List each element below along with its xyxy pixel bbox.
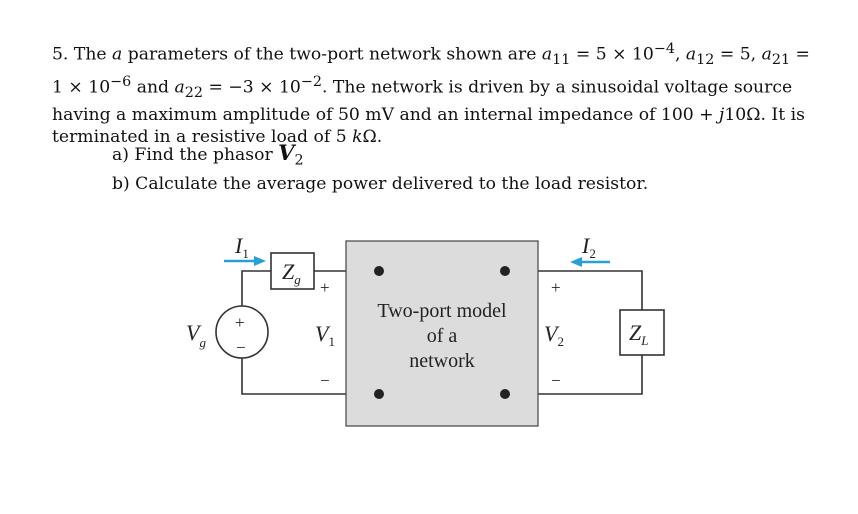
a11-sub: 11: [552, 52, 571, 69]
model-line-3: network: [409, 350, 475, 372]
question-b-text: b) Calculate the average power delivered…: [112, 174, 649, 194]
a-symbol: a: [112, 44, 123, 65]
a21-value: = 1 × 10: [52, 44, 810, 98]
a12-value: = 5,: [714, 44, 762, 65]
a22-exp: −2: [300, 74, 322, 91]
source-plus: +: [235, 313, 245, 332]
question-a-var: V: [278, 140, 295, 165]
model-line-2: of a: [427, 325, 458, 347]
text: The: [73, 44, 113, 65]
question-a: a) Find the phasor V2: [112, 140, 304, 168]
v2-plus: +: [551, 278, 561, 297]
problem-statement: 5. The a parameters of the two-port netw…: [52, 38, 812, 148]
question-a-sub: 2: [294, 152, 304, 169]
zg-label: Zg: [282, 259, 301, 287]
v2-label: V2: [544, 321, 564, 349]
text: and: [131, 77, 175, 98]
a11-symbol: a: [541, 44, 553, 65]
a21-symbol: a: [761, 44, 772, 65]
text: parameters of the two-port network shown…: [122, 44, 542, 65]
a22-sub: 22: [184, 85, 203, 102]
a22-value: = −3 × 10: [203, 77, 301, 98]
source-minus: −: [236, 338, 246, 357]
v1-minus: −: [320, 371, 330, 390]
k-symbol: k: [352, 127, 363, 148]
j-symbol: j: [719, 105, 725, 126]
text: ,: [674, 44, 686, 65]
a11-exp: −4: [653, 41, 675, 57]
question-a-text: a) Find the phasor: [112, 145, 279, 165]
a21-exp: −6: [110, 74, 132, 91]
v1-label: V1: [315, 321, 335, 349]
a12-symbol: a: [685, 44, 697, 65]
zg-box: [270, 252, 315, 290]
text: 10Ω. It is terminated in a resistive loa…: [52, 105, 805, 148]
zl-box: [619, 309, 665, 356]
i2-label: I2: [581, 233, 596, 261]
a11-value: = 5 × 10: [570, 44, 654, 65]
a22-symbol: a: [174, 77, 185, 98]
v1-plus: +: [320, 278, 330, 297]
terminals: [374, 266, 510, 399]
i1-label: I1: [234, 233, 249, 261]
text: . The network is driven by a sinusoidal …: [52, 77, 793, 126]
question-b: b) Calculate the average power delivered…: [112, 174, 648, 194]
a12-sub: 12: [696, 52, 715, 69]
vg-label: Vg: [186, 320, 206, 350]
v2-minus: −: [551, 371, 561, 390]
text: Ω.: [362, 127, 383, 148]
problem-number: 5.: [52, 44, 69, 65]
current-arrows: [224, 256, 610, 267]
zl-label: ZL: [629, 320, 648, 348]
model-line-1: Two-port model: [377, 300, 507, 322]
voltage-source: [215, 305, 269, 359]
a21-sub: 21: [771, 52, 791, 69]
